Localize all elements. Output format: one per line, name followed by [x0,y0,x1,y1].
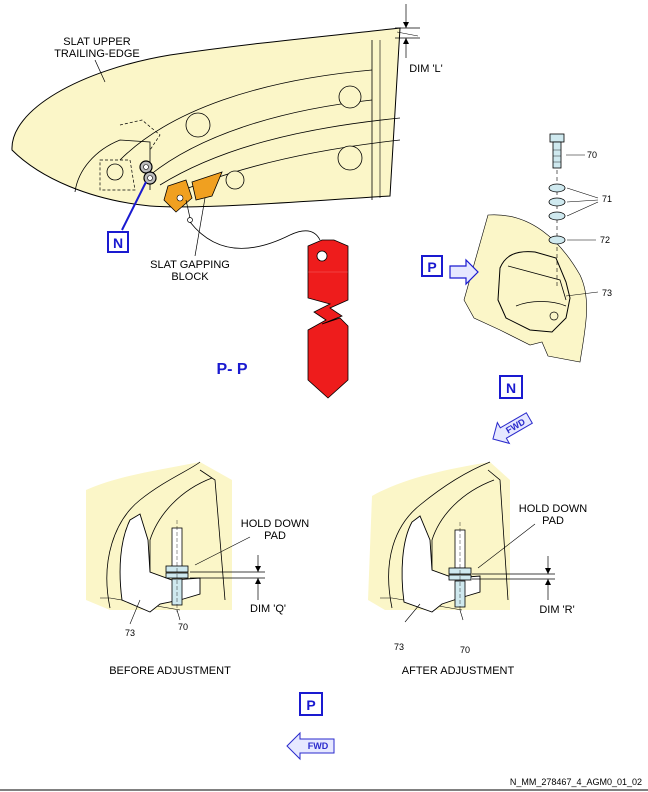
washer-72 [548,235,566,245]
hold-down-label-after-2: PAD [542,515,564,527]
roller-2 [338,85,362,109]
part-72-label: 72 [600,235,610,245]
slat-gapping-block-icon [163,171,223,223]
slat-gapping-label-2: BLOCK [171,271,209,283]
fwd-label-horizontal: FWD [308,741,329,751]
bolt-70-icon [549,133,565,169]
dim-q-label: DIM 'Q' [250,603,286,615]
part-70-label-after: 70 [460,645,470,655]
part-73-label-before: 73 [125,628,135,638]
after-adjustment-view [368,461,555,623]
roller-3 [337,145,363,171]
part-70-label-top: 70 [587,150,597,160]
hold-down-label-before-2: PAD [264,530,286,542]
roller-1 [185,112,211,138]
slat-upper-label-2: TRAILING-EDGE [54,48,140,60]
slat-section-view [11,27,401,249]
view-n-box-right [499,375,523,399]
fwd-arrow-diagonal-icon: FWD [492,412,534,445]
slat-gapping-label-1: SLAT GAPPING [150,259,230,271]
view-p-box-right [421,255,443,277]
hold-down-label-before-1: HOLD DOWN [241,518,310,530]
warning-streamer-tag [307,239,349,399]
view-p-box-bottom [299,692,323,716]
hold-down-pad-block [497,251,571,333]
before-adjustment-caption: BEFORE ADJUSTMENT [109,665,231,677]
view-n-box-left [107,231,129,253]
n-fitting-icon [139,160,157,185]
before-adjustment-view [86,461,265,625]
view-n-title: N [506,380,516,396]
hold-down-label-after-1: HOLD DOWN [519,503,588,515]
fwd-arrow-horizontal-icon: FWD [286,731,335,761]
part-70-label-before: 70 [178,622,188,632]
section-pp-title: P- P [216,361,247,378]
view-n-detail [449,133,599,363]
slat-upper-label-1: SLAT UPPER [63,36,131,48]
washer-71-c [548,211,566,221]
dim-r-label: DIM 'R' [539,604,574,616]
part-71-label: 71 [602,194,612,204]
dim-l-label: DIM 'L' [409,63,443,75]
after-adjustment-caption: AFTER ADJUSTMENT [402,665,515,677]
washer-71-b [548,197,566,207]
dim-l-marker [395,4,420,58]
view-p-label-right: P [427,259,436,275]
part-73-label-after: 73 [394,642,404,652]
drawing-reference: N_MM_278467_4_AGM0_01_02 [510,777,642,787]
view-p-title: P [306,697,315,713]
view-n-label-left: N [113,235,123,251]
part-73-label-top: 73 [602,288,612,298]
washer-71-a [548,183,566,193]
